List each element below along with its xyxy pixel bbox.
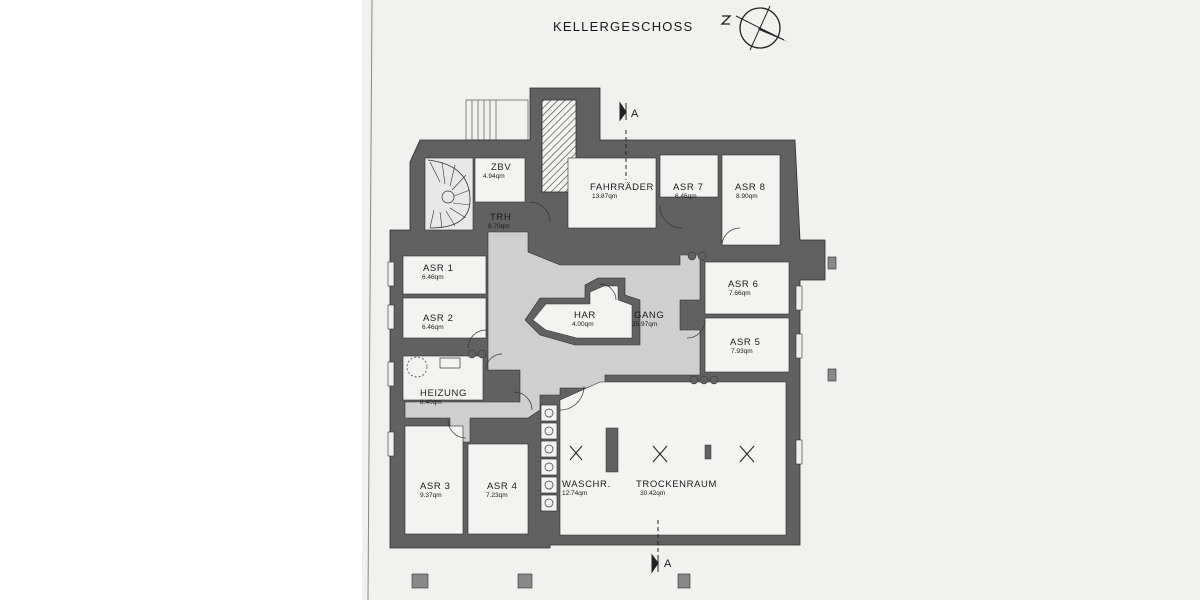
room-waschr-trockenraum-floor — [559, 381, 787, 536]
section-marker-icon — [651, 520, 659, 574]
plan-title: KELLERGESCHOSS — [553, 19, 693, 34]
room-heizung-name: HEIZUNG — [420, 388, 467, 399]
room-zbv-floor — [474, 157, 526, 203]
room-fahrraeder-name: FAHRRÄDER — [590, 182, 654, 193]
room-asr3-floor — [404, 425, 464, 535]
room-fahrraeder-area: 13.87qm — [592, 193, 617, 200]
drying-room-pillars — [605, 427, 712, 473]
room-asr5-name: ASR 5 — [730, 337, 760, 348]
room-asr7-area: 6.46qm — [675, 193, 697, 200]
room-asr2-name: ASR 2 — [423, 313, 453, 324]
section-marker-bottom: A — [664, 558, 672, 570]
room-heizung-area: 8.40qm — [420, 399, 442, 406]
room-waschr-area: 12.74qm — [562, 490, 587, 497]
room-asr6-area: 7.66qm — [729, 290, 751, 297]
room-asr4-area: 7.23qm — [486, 492, 508, 499]
section-marker-icon — [619, 101, 627, 180]
binding-line — [367, 0, 373, 600]
room-asr3-area: 9.37qm — [420, 492, 442, 499]
room-waschr-name: WASCHR. — [562, 479, 611, 490]
room-fahrraeder-floor — [567, 157, 657, 229]
washing-machine-icon — [540, 404, 558, 512]
heating-boiler-icon — [406, 356, 461, 378]
room-trockenraum-name: TROCKENRAUM — [636, 479, 717, 490]
room-asr7-name: ASR 7 — [673, 182, 703, 193]
room-asr8-name: ASR 8 — [735, 182, 765, 193]
room-asr2-floor — [402, 297, 487, 339]
room-asr5-area: 7.93qm — [731, 348, 753, 355]
room-zbv-area: 4.94qm — [483, 173, 505, 180]
room-har-area: 4.00qm — [572, 321, 594, 328]
room-har-name: HAR — [574, 310, 596, 321]
window-niches — [387, 261, 803, 465]
staircase — [424, 157, 474, 231]
har-room-floor — [532, 285, 633, 339]
room-asr1-floor — [402, 255, 487, 295]
room-asr8-area: 8.90qm — [736, 193, 758, 200]
room-asr6-floor — [704, 261, 790, 315]
door-swings — [447, 201, 741, 439]
room-asr2-area: 6.46qm — [422, 324, 444, 331]
room-labels: ZBV 4.94qm TRH 8.70qm FAHRRÄDER 13.87qm … — [420, 162, 765, 499]
room-asr4-floor — [467, 443, 529, 535]
room-zbv-name: ZBV — [491, 162, 511, 173]
room-asr6-name: ASR 6 — [728, 279, 758, 290]
room-asr7-floor — [659, 154, 719, 198]
room-asr3-name: ASR 3 — [420, 481, 450, 492]
room-asr8-floor — [721, 154, 781, 246]
column-icon — [467, 251, 719, 385]
room-trh-area: 8.70qm — [488, 223, 510, 230]
room-gang-name: GANG — [634, 310, 664, 321]
room-trh-name: TRH — [490, 212, 511, 223]
foundation-blocks — [411, 256, 837, 589]
room-gang-area: 35.97qm — [632, 321, 657, 328]
room-asr1-area: 6.46qm — [422, 274, 444, 281]
room-asr4-name: ASR 4 — [487, 481, 517, 492]
room-heizung-floor — [402, 355, 484, 401]
section-marker-top: A — [631, 108, 639, 120]
floor-drain-icon — [569, 445, 755, 463]
room-trockenraum-area: 30.42qm — [640, 490, 665, 497]
north-arrow-icon — [720, 5, 788, 51]
room-asr5-floor — [704, 317, 790, 373]
room-asr1-name: ASR 1 — [423, 263, 453, 274]
